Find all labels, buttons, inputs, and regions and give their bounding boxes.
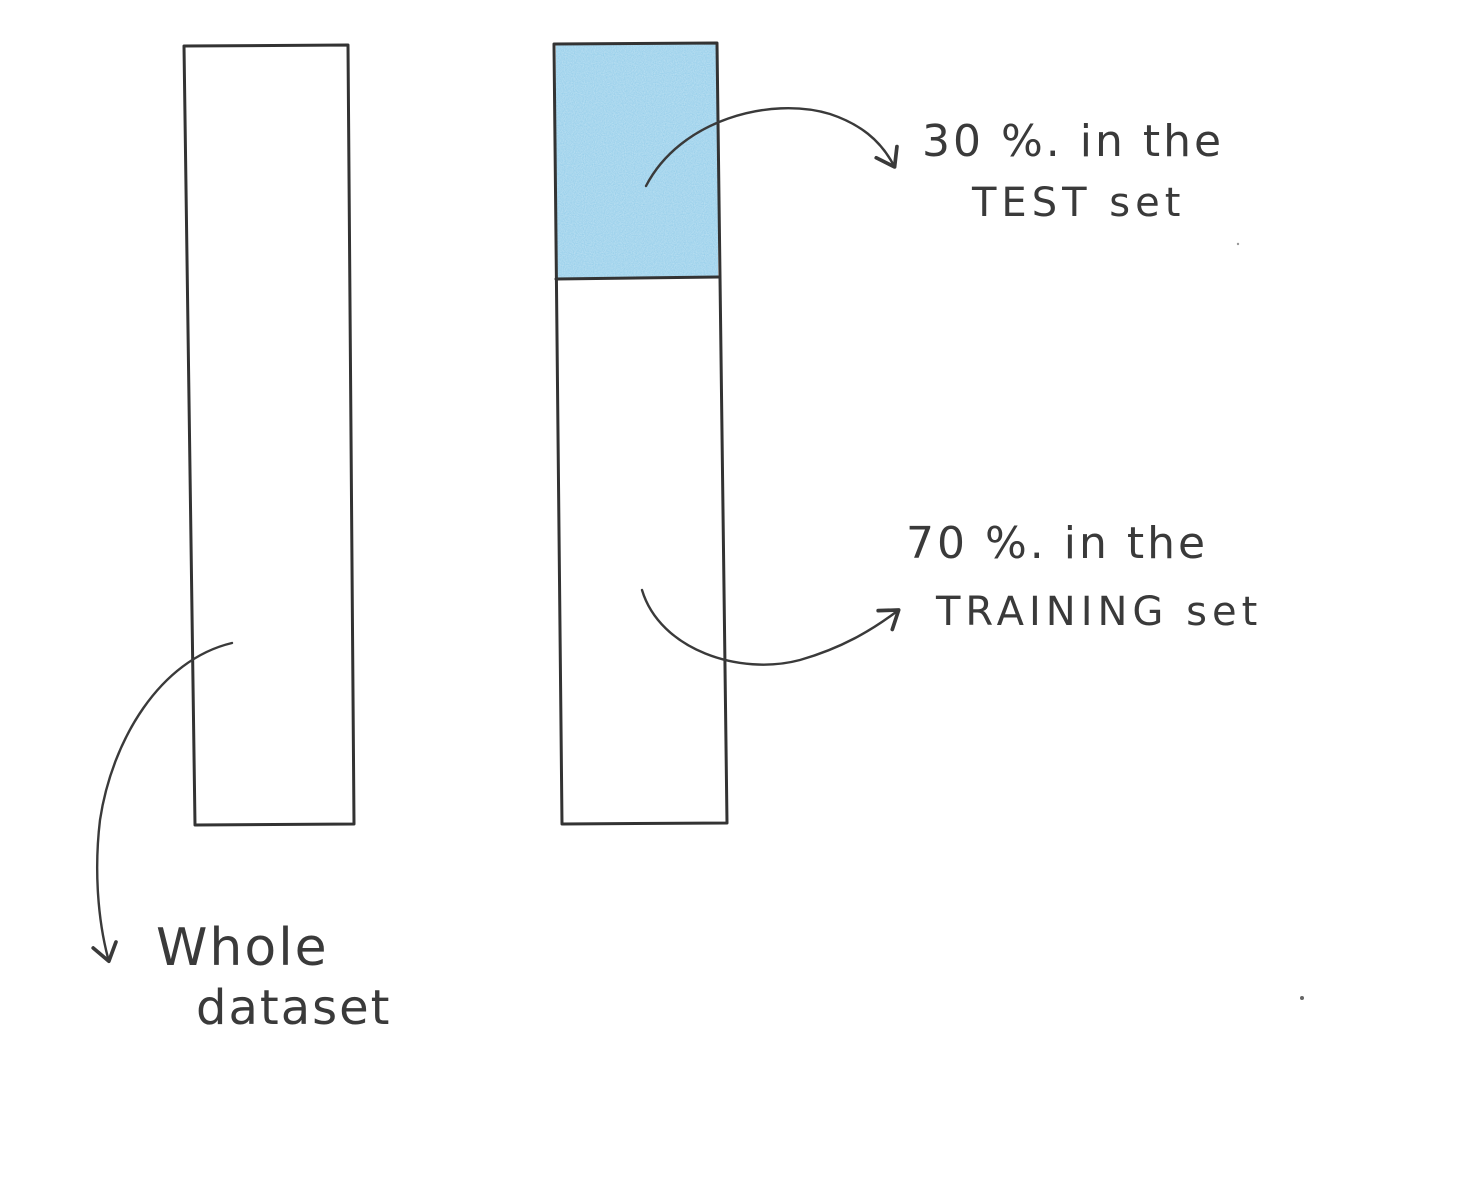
split-dataset-bar <box>552 41 729 826</box>
stray-dot <box>1236 242 1240 246</box>
training-arrow <box>640 588 901 666</box>
test-set-label-line2: TEST set <box>972 180 1186 226</box>
whole-dataset-label-line2: dataset <box>196 980 392 1036</box>
whole-dataset-label-line1: Whole <box>156 918 329 978</box>
test-set-label-line1: 30 %. in the <box>922 116 1225 167</box>
split-divider-line <box>554 275 721 281</box>
stray-dot <box>1300 996 1304 1000</box>
test-arrow <box>644 107 899 188</box>
training-set-label-line1: 70 %. in the <box>906 518 1209 569</box>
whole-dataset-arrow <box>91 641 234 964</box>
test-set-region <box>556 44 718 278</box>
whole-dataset-bar <box>182 43 356 827</box>
training-set-label-line2: TRAINING set <box>936 589 1263 635</box>
